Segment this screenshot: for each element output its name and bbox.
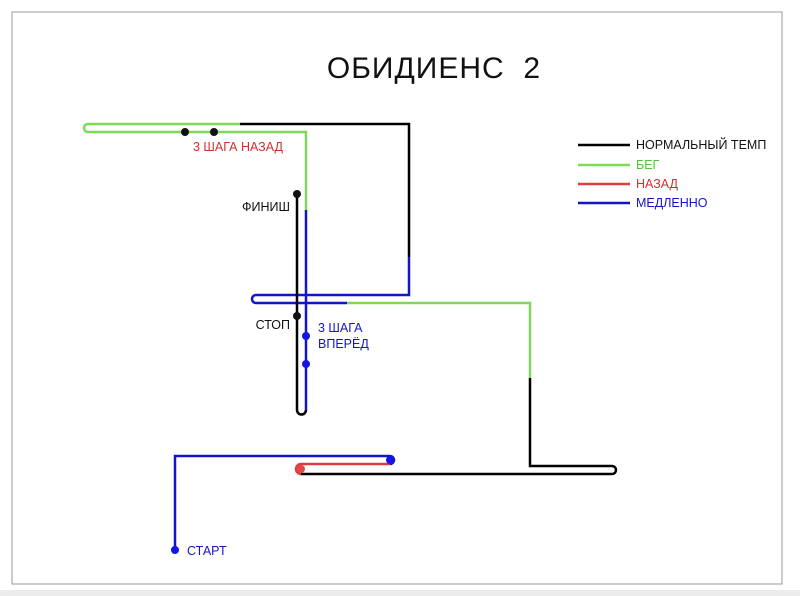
route-slow-middle	[250, 257, 411, 305]
three-fwd-marker-1	[302, 332, 310, 340]
finish-label: ФИНИШ	[242, 200, 290, 214]
route-normal-top	[240, 122, 411, 257]
three-back-marker-2	[210, 128, 218, 136]
diagram-title: ОБИДИЕНС 2	[327, 52, 541, 85]
start-marker	[171, 546, 179, 554]
legend-label-slow: МЕДЛЕННО	[636, 196, 708, 210]
back-start-marker	[386, 456, 394, 464]
route-normal-bottom	[301, 378, 618, 476]
legend-label-back: НАЗАД	[636, 177, 679, 191]
start-label: СТАРТ	[187, 544, 227, 558]
legend-label-normal: НОРМАЛЬНЫЙ ТЕМП	[636, 137, 766, 152]
route-run-top	[82, 122, 308, 210]
three-fwd-marker-2	[302, 360, 310, 368]
route-normal-finish	[295, 194, 308, 416]
three-back-marker-1	[181, 128, 189, 136]
stop-label: СТОП	[256, 318, 290, 332]
route-run-middle	[347, 301, 532, 378]
legend: НОРМАЛЬНЫЙ ТЕМП БЕГ НАЗАД МЕДЛЕННО	[578, 137, 766, 210]
stop-marker	[293, 312, 301, 320]
finish-marker	[293, 190, 301, 198]
back-end-marker	[297, 465, 305, 473]
route-back	[294, 462, 390, 476]
three-steps-fwd-label-2: ВПЕРЁД	[318, 337, 369, 351]
three-steps-back-label: 3 ШАГА НАЗАД	[193, 140, 283, 154]
legend-label-run: БЕГ	[636, 158, 660, 172]
frame-border	[11, 11, 783, 585]
three-steps-fwd-label-1: 3 ШАГА	[318, 321, 363, 335]
